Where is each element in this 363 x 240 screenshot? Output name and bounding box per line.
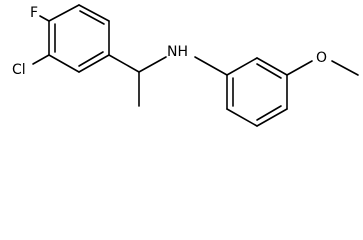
bond: [256, 57, 288, 76]
bond-ch-to-nh: [138, 56, 167, 73]
bond-to-fluorine: [39, 15, 50, 22]
bond: [78, 54, 110, 73]
oxygen-label: O: [316, 50, 327, 66]
bond-ring-to-oxygen: [286, 60, 313, 76]
chlorine-label: Cl: [12, 62, 26, 78]
bond-nh-to-ring: [194, 56, 228, 76]
double-bond-inner: [78, 51, 104, 67]
double-bond-inner: [79, 10, 105, 25]
bond: [48, 54, 80, 73]
amine-label: NH: [167, 44, 188, 60]
left-benzene-ring: [48, 4, 110, 73]
bond-oxygen-to-methyl: [331, 60, 359, 76]
bond-to-chlorine: [32, 54, 50, 65]
structure-diagram: F Cl NH O: [12, 4, 359, 127]
bond: [226, 57, 258, 76]
double-bond-inner: [256, 63, 282, 79]
bond: [226, 108, 258, 127]
right-benzene-ring: [226, 57, 288, 127]
bond: [256, 108, 288, 127]
bond: [48, 4, 80, 22]
double-bond-inner: [256, 105, 282, 121]
fluorine-label: F: [30, 5, 38, 21]
bond: [78, 4, 110, 22]
bond-ring-to-ch: [108, 54, 140, 73]
